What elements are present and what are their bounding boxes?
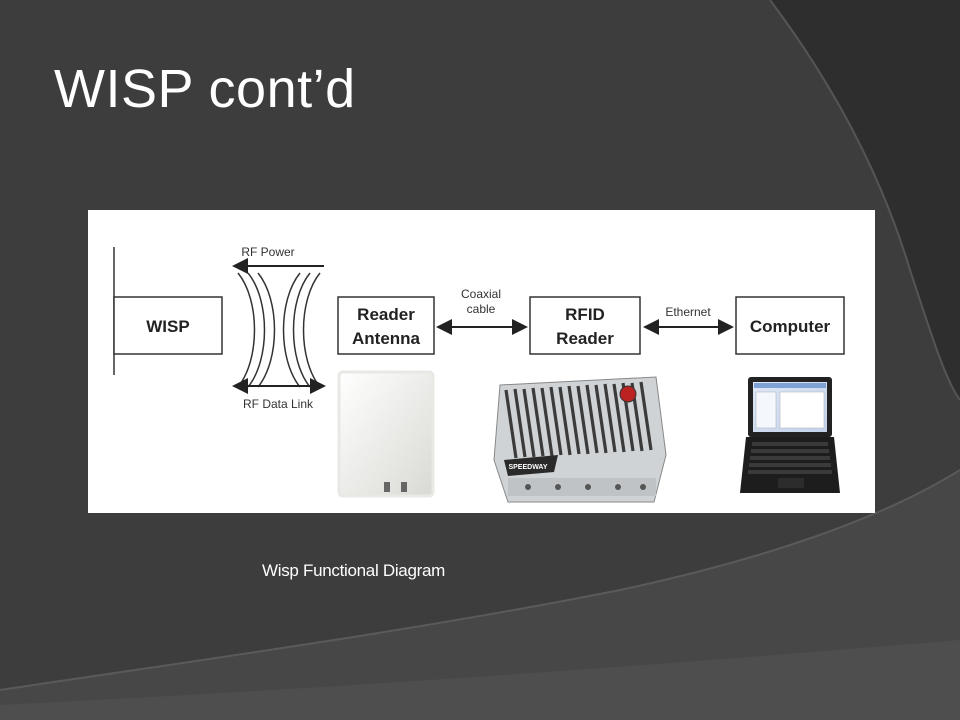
coax-label-2: cable [467, 302, 496, 316]
figure-caption: Wisp Functional Diagram [262, 561, 445, 580]
rfid-reader-photo: SPEEDWAY [493, 376, 667, 503]
wisp-functional-diagram: WISP RF Power RF Data Link Reader Antenn… [88, 210, 875, 513]
rf-data-label: RF Data Link [243, 397, 314, 411]
rfid-reader-label-2: Reader [556, 329, 614, 348]
reader-antenna-label-1: Reader [357, 305, 415, 324]
rf-waves [237, 272, 321, 388]
reader-antenna-label-2: Antenna [352, 329, 421, 348]
coax-label-1: Coaxial [461, 287, 501, 301]
wisp-box [113, 296, 223, 355]
rfid-reader-box [529, 296, 641, 355]
laptop-photo [740, 377, 840, 493]
ethernet-label: Ethernet [665, 305, 711, 319]
computer-box [735, 296, 845, 355]
antenna-photo [337, 370, 435, 498]
computer-label: Computer [750, 317, 831, 336]
reader-antenna-box [337, 296, 435, 355]
wisp-label: WISP [146, 317, 189, 336]
slide-title: WISP cont’d [54, 59, 356, 119]
rf-power-label: RF Power [241, 245, 294, 259]
reader-brand-text: SPEEDWAY [508, 464, 547, 471]
diagram-canvas: WISP RF Power RF Data Link Reader Antenn… [113, 245, 845, 503]
rfid-reader-label-1: RFID [565, 305, 605, 324]
